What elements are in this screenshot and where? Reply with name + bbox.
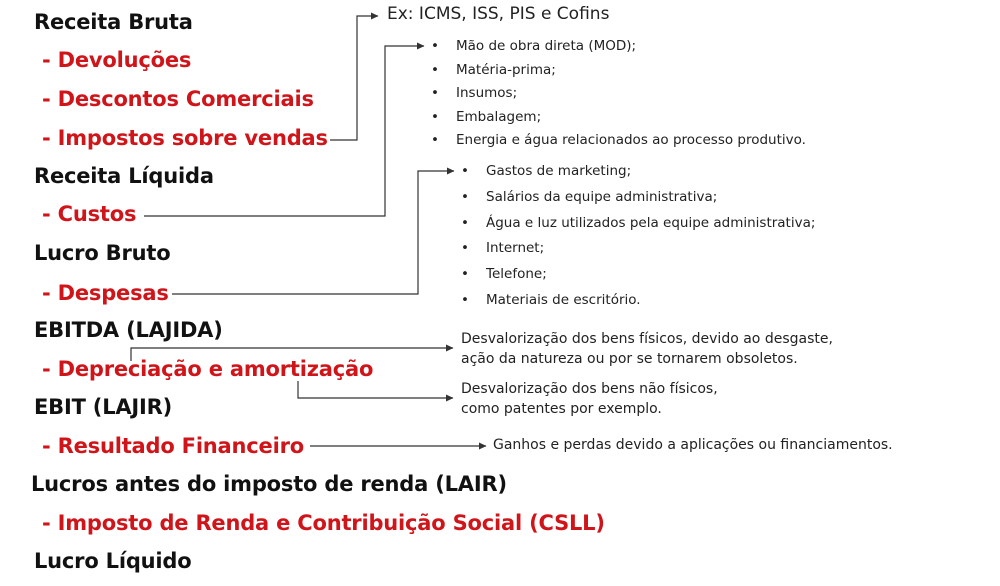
list-item: Energia e água relacionados ao processo … <box>431 130 806 154</box>
dre-resultado-financeiro: - Resultado Financeiro <box>42 434 304 458</box>
dre-devolucoes: - Devoluções <box>42 48 192 72</box>
list-item: Mão de obra direta (MOD); <box>431 36 806 60</box>
depreciacao-note: Desvalorização dos bens físicos, devido … <box>461 329 833 369</box>
connector-depreciacao <box>130 344 454 361</box>
amortizacao-note-line: como patentes por exemplo. <box>461 401 662 417</box>
list-item: Internet; <box>461 238 815 264</box>
depreciacao-note-line: ação da natureza ou por se tornarem obso… <box>461 351 798 367</box>
list-item: Telefone; <box>461 264 815 290</box>
financeiro-note: Ganhos e perdas devido a aplicações ou f… <box>493 437 893 453</box>
depreciacao-note-line: Desvalorização dos bens físicos, devido … <box>461 331 833 347</box>
dre-custos: - Custos <box>42 202 137 226</box>
amortizacao-note-line: Desvalorização dos bens não físicos, <box>461 381 718 397</box>
list-item: Embalagem; <box>431 107 806 131</box>
connector-despesas <box>172 167 455 295</box>
dre-descontos-comerciais: - Descontos Comerciais <box>42 87 314 111</box>
despesas-list: Gastos de marketing; Salários da equipe … <box>461 161 815 316</box>
dre-impostos-sobre-vendas: - Impostos sobre vendas <box>42 126 328 150</box>
dre-receita-bruta: Receita Bruta <box>34 10 193 34</box>
list-item: Gastos de marketing; <box>461 161 815 187</box>
impostos-note: Ex: ICMS, ISS, PIS e Cofins <box>387 4 610 24</box>
list-item: Matéria-prima; <box>431 60 806 84</box>
list-item: Salários da equipe administrativa; <box>461 187 815 213</box>
list-item: Insumos; <box>431 83 806 107</box>
list-item: Água e luz utilizados pela equipe admini… <box>461 213 815 239</box>
list-item: Materiais de escritório. <box>461 290 815 316</box>
connector-amortizacao <box>297 381 454 402</box>
dre-lucro-bruto: Lucro Bruto <box>34 241 171 265</box>
connector-custos <box>144 42 425 217</box>
dre-receita-liquida: Receita Líquida <box>34 164 214 188</box>
dre-lair: Lucros antes do imposto de renda (LAIR) <box>31 472 507 496</box>
dre-ebit: EBIT (LAJIR) <box>34 395 173 419</box>
dre-ebitda: EBITDA (LAJIDA) <box>34 318 223 342</box>
dre-ir-csll: - Imposto de Renda e Contribuição Social… <box>42 511 605 535</box>
connector-impostos <box>330 12 379 141</box>
custos-list: Mão de obra direta (MOD); Matéria-prima;… <box>431 36 806 154</box>
dre-lucro-liquido: Lucro Líquido <box>34 549 192 573</box>
dre-despesas: - Despesas <box>42 281 169 305</box>
amortizacao-note: Desvalorização dos bens não físicos, com… <box>461 379 718 419</box>
dre-depreciacao-amortizacao: - Depreciação e amortização <box>42 357 374 381</box>
